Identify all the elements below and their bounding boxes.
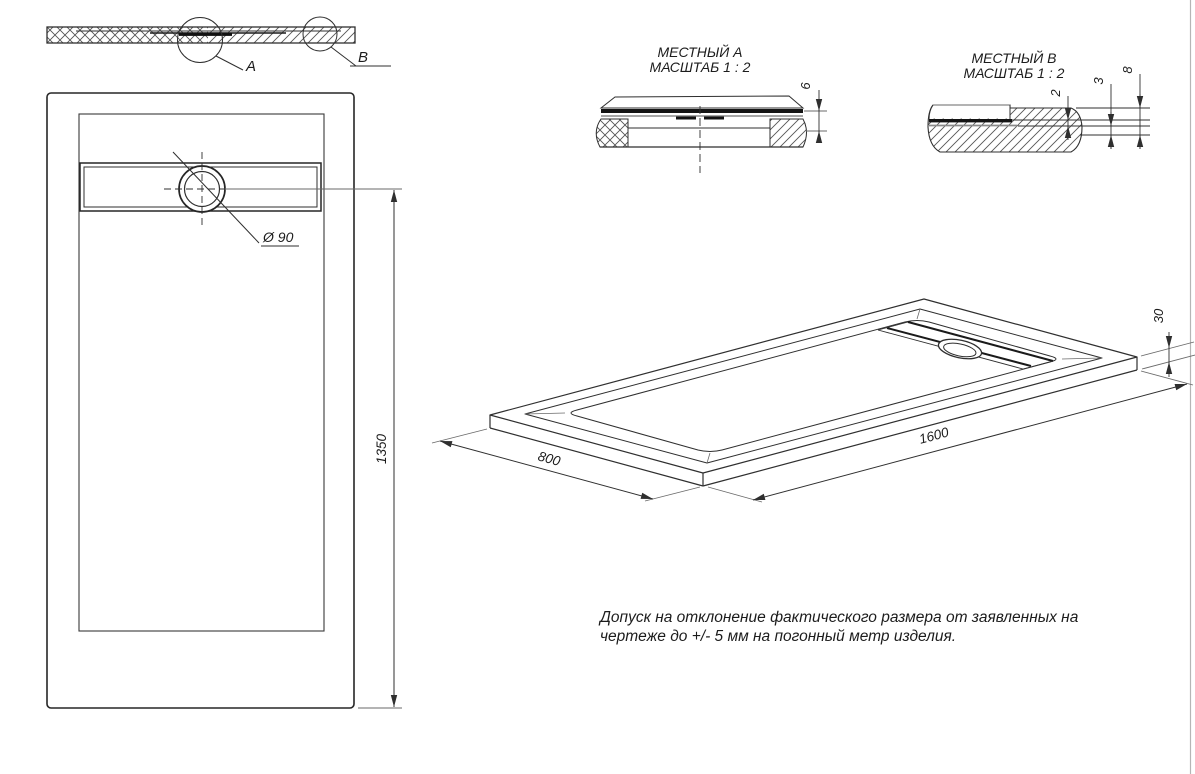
detail-b-view: МЕСТНЫЙ В МАСШТАБ 1 : 2 2 3 8: [927, 49, 1150, 153]
tolerance-note-line1: Допуск на отклонение фактического размер…: [598, 609, 1079, 626]
detail-a-scale: МАСШТАБ 1 : 2: [650, 59, 751, 75]
plan-view: Ø 90 1350: [46, 92, 402, 709]
isometric-view: 800 1600 30: [431, 298, 1195, 503]
detail-a-callout-circle: [177, 17, 223, 63]
plan-height-dimension: 1350: [374, 433, 389, 464]
detail-a-title: МЕСТНЫЙ А: [658, 43, 743, 60]
iso-width-dimension: 800: [536, 448, 562, 468]
detail-b-callout-label: B: [358, 49, 368, 66]
tray-outer-edge: [46, 92, 355, 709]
section-view: A B: [46, 16, 391, 75]
detail-b-title: МЕСТНЫЙ В: [972, 49, 1057, 66]
tolerance-note: Допуск на отклонение фактического размер…: [598, 609, 1079, 645]
tolerance-note-line2: чертеже до +/- 5 мм на погонный метр изд…: [600, 628, 956, 645]
detail-b-dim-8: 8: [1120, 66, 1135, 74]
detail-b-dim-2: 2: [1048, 89, 1063, 98]
detail-a-callout-label: A: [245, 58, 256, 75]
iso-tray-outer-face: [489, 298, 1138, 474]
detail-b-callout-circle: [302, 16, 338, 52]
iso-thickness-dimension: 30: [1151, 308, 1166, 323]
detail-b-dim-3: 3: [1091, 77, 1106, 85]
detail-a-view: МЕСТНЫЙ А МАСШТАБ 1 : 2 6: [595, 43, 827, 173]
drain-diameter-label: Ø 90: [262, 229, 294, 245]
drain-cover-edge: [179, 32, 232, 36]
detail-b-scale: МАСШТАБ 1 : 2: [964, 65, 1065, 81]
tray-inner-edge: [78, 113, 325, 632]
iso-drain-circle: [937, 338, 983, 360]
detail-a-dim-6: 6: [798, 82, 813, 90]
